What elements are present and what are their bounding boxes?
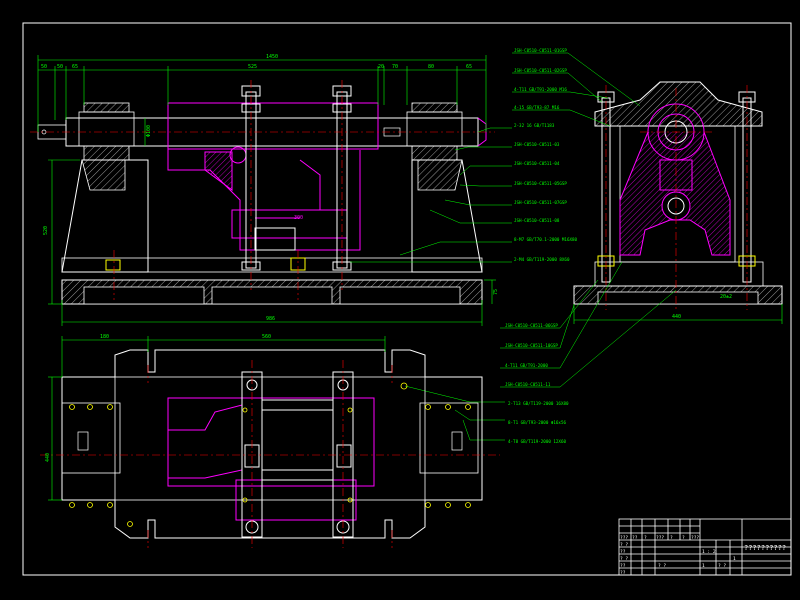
dim-overall-length: 1450	[266, 54, 278, 60]
title-block-title: ??????????	[744, 544, 786, 552]
callout-14: JSH-C0510-C0511-10GSP	[505, 343, 558, 348]
callout-8: JSH-C0510-C0511-05GSP	[514, 181, 567, 186]
dim-motor-label: 300	[294, 215, 303, 221]
callout-leaders	[350, 52, 677, 441]
dim-center-span: 525	[248, 64, 257, 70]
tb-sheet: 1	[733, 556, 736, 562]
dim-right-1: 20	[378, 64, 384, 70]
callout-6: JSH-C0510-C0511-03	[514, 142, 560, 147]
tb-r1-0: ???	[620, 535, 628, 541]
tb-r1-3: ???	[656, 535, 664, 541]
front-dimensions	[37, 55, 496, 326]
dim-base-length: 986	[266, 316, 275, 322]
tb-r1-4: ?	[670, 535, 673, 541]
plan-view: 180 560 440	[40, 334, 500, 548]
dim-right-4: 65	[466, 64, 472, 70]
callout-list-plan: 2-T13 GB/T119-2000 16X80 8-T1 GB/T93-200…	[508, 401, 569, 444]
tb-scale: 1 : 2	[702, 549, 716, 555]
callout-15: 4-T11 GB/T91-2000	[505, 363, 548, 368]
callout-19: 4-T8 GB/T119-2000 12X60	[508, 439, 566, 444]
tb-r2-4: ??	[620, 570, 626, 576]
dim-shaft-dia: Φ100	[146, 125, 152, 137]
dim-side-height: 520	[43, 226, 49, 235]
tb-r1-5: ?	[682, 535, 685, 541]
dim-plan-height: 440	[45, 453, 51, 462]
dim-plan-center: 560	[262, 334, 271, 340]
dim-base-height: 75	[493, 289, 499, 295]
callout-1: JSH-C0510-C0511-01GSP	[514, 48, 567, 53]
tb-r2-1: ??	[620, 549, 626, 555]
workpiece-front	[167, 102, 379, 251]
front-view	[30, 80, 495, 305]
plan-base-outline	[61, 349, 483, 539]
tb-cell-1: 1	[702, 563, 705, 569]
callout-4: 4-15 GB/T93-87 M16	[514, 105, 560, 110]
callout-13: JSH-C0510-C0511-06GSP	[505, 323, 558, 328]
callout-9: JSH-C0510-C0511-07GSP	[514, 200, 567, 205]
tb-r1-2: ?	[644, 535, 647, 541]
dim-side-foot: 20±2	[720, 294, 732, 300]
callout-5: 2-32 16 GB/T1183	[514, 123, 555, 128]
tb-r1-1: ??	[632, 535, 638, 541]
dim-right-2: 70	[392, 64, 398, 70]
callout-10: JSH-C0510-C0511-08	[514, 218, 560, 223]
tb-r2-3: ??	[620, 563, 626, 569]
dim-left-2: 50	[57, 64, 63, 70]
callout-12: 2-M4 GB/T119-2000 8X60	[514, 257, 570, 262]
dim-side-width: 440	[672, 314, 681, 320]
title-block	[618, 518, 792, 576]
callout-list-lower: JSH-C0510-C0511-06GSP JSH-C0510-C0511-10…	[505, 323, 558, 387]
tb-cell-2: ? ?	[718, 563, 726, 569]
callout-2: JSH-C0510-C0511-02GSP	[514, 68, 567, 73]
callout-3: 4-T11 GB/T91-2000 M16	[514, 87, 567, 92]
callout-list-upper: JSH-C0510-C0511-01GSP JSH-C0510-C0511-02…	[514, 48, 578, 262]
tb-r1-6: ???	[691, 535, 699, 541]
tb-r2-2: ? ?	[620, 556, 628, 562]
callout-11: 8-M7 GB/T70.1-2000 M16X80	[514, 237, 578, 242]
callout-18: 8-T1 GB/T93-2000 Φ16x56	[508, 420, 566, 425]
callout-17: 2-T13 GB/T119-2000 16X80	[508, 401, 569, 406]
callout-16: JSH-C0510-C0511-11	[505, 382, 551, 387]
dim-plan-left: 180	[100, 334, 109, 340]
dim-left-1: 50	[41, 64, 47, 70]
dim-right-3: 80	[428, 64, 434, 70]
tb-cell-0: ? ?	[658, 563, 666, 569]
tb-r2-0: ? ?	[620, 542, 628, 548]
drawing-frame	[22, 22, 792, 576]
callout-7: JSH-C0510-C0511-04	[514, 161, 560, 166]
dim-left-3: 65	[72, 64, 78, 70]
side-view: 440 20±2	[573, 81, 783, 324]
